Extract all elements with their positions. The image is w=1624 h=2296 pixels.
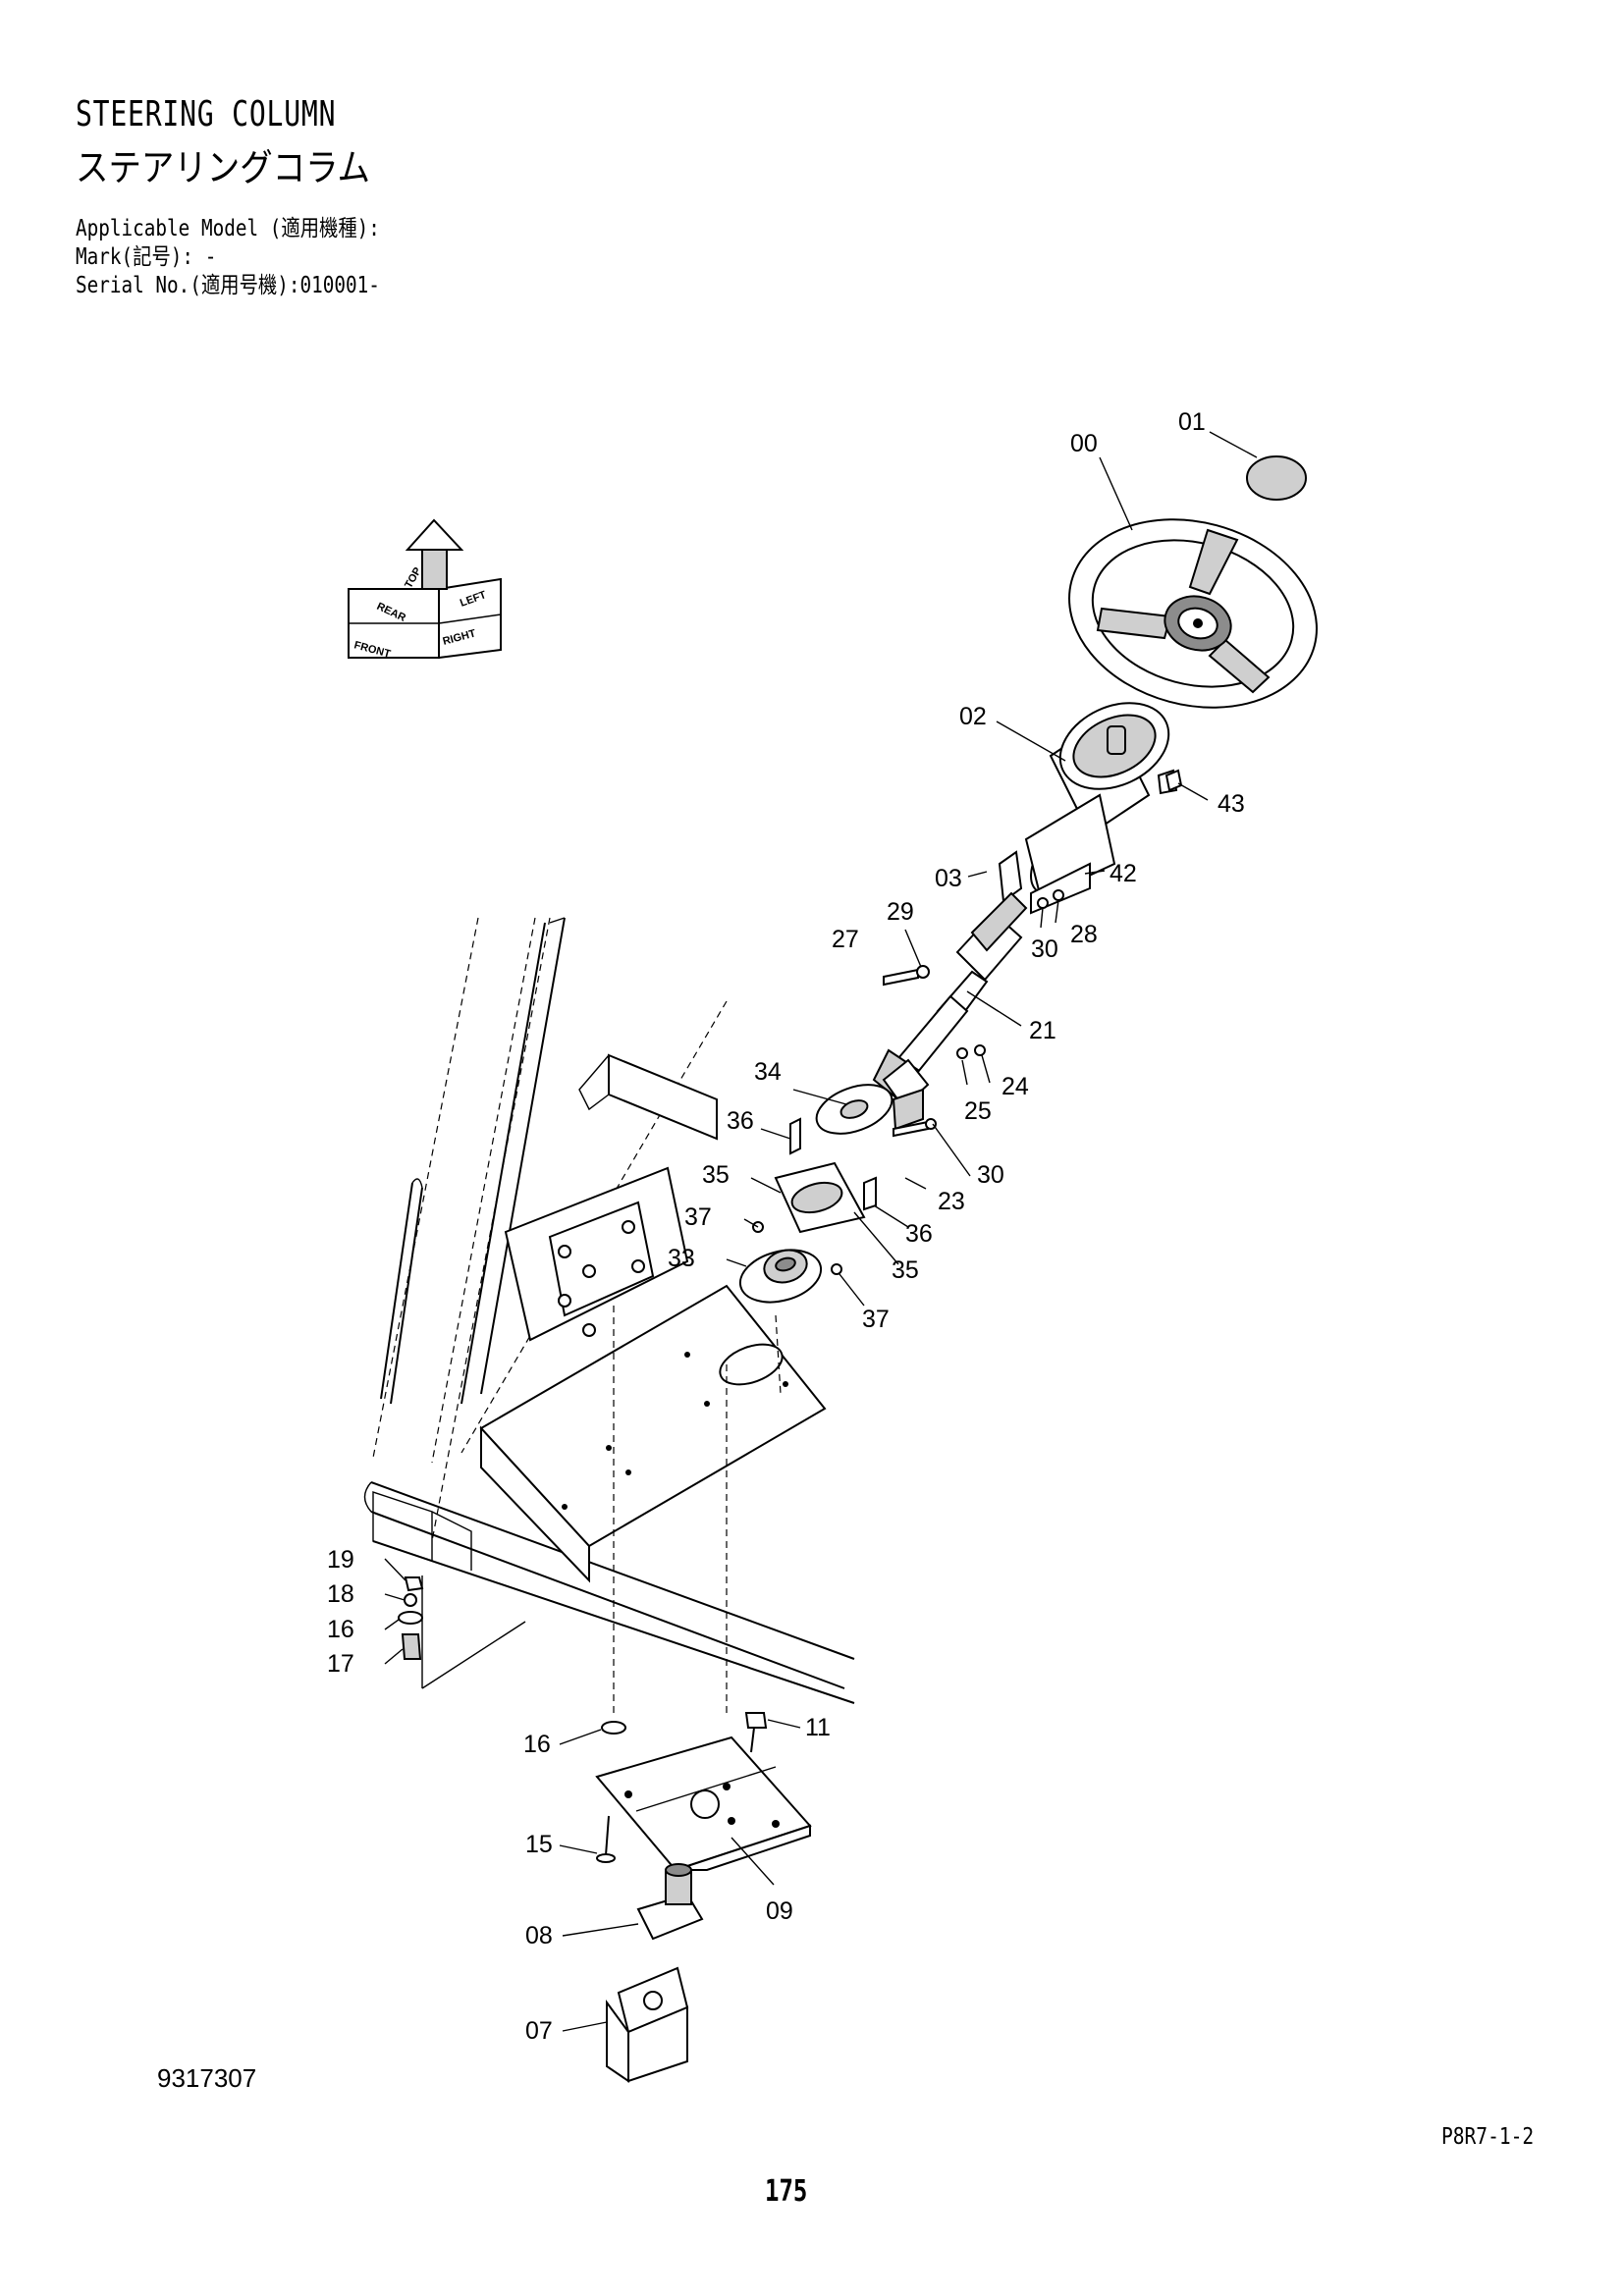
callout-36-top: 36 bbox=[727, 1107, 754, 1135]
mark: Mark(記号): - bbox=[76, 244, 217, 270]
callout-15: 15 bbox=[525, 1831, 553, 1858]
callout-11: 11 bbox=[805, 1714, 831, 1741]
washer bbox=[601, 1721, 626, 1735]
mounting-bracket bbox=[595, 1735, 812, 1872]
callout-28: 28 bbox=[1070, 921, 1098, 948]
callout-42: 42 bbox=[1110, 860, 1137, 887]
cab-frame bbox=[363, 917, 855, 1704]
steering-wheel bbox=[1068, 518, 1318, 709]
callout-36-bottom: 36 bbox=[905, 1220, 933, 1248]
page-title: STEERING COLUMN bbox=[76, 94, 337, 134]
callout-02: 02 bbox=[959, 703, 987, 730]
top-label: TOP bbox=[403, 565, 424, 590]
bracket bbox=[1164, 769, 1183, 792]
intermediate-shaft bbox=[872, 891, 1028, 1131]
callout-07: 07 bbox=[525, 2017, 553, 2045]
flange-seal bbox=[738, 1249, 823, 1304]
callout-16-upper: 16 bbox=[327, 1616, 354, 1643]
callout-30-top: 30 bbox=[1031, 935, 1058, 963]
callout-08: 08 bbox=[525, 1922, 553, 1949]
callout-16-lower: 16 bbox=[523, 1731, 551, 1758]
serial-number: Serial No.(適用号機):010001- bbox=[76, 273, 380, 298]
mount-hardware bbox=[398, 1575, 526, 1689]
callout-24: 24 bbox=[1001, 1073, 1029, 1100]
callout-29: 29 bbox=[887, 898, 914, 926]
steering-column bbox=[998, 702, 1178, 915]
cover-plate bbox=[774, 1161, 866, 1234]
callout-34: 34 bbox=[754, 1058, 782, 1086]
callout-17: 17 bbox=[327, 1650, 354, 1678]
callout-35-top: 35 bbox=[702, 1161, 730, 1189]
callout-37-top: 37 bbox=[684, 1203, 712, 1231]
boot bbox=[815, 1084, 893, 1135]
steering-valve bbox=[606, 1966, 689, 2083]
page-code: P8R7-1-2 bbox=[1441, 2124, 1535, 2150]
callout-03: 03 bbox=[935, 865, 962, 892]
callout-33: 33 bbox=[668, 1245, 695, 1272]
orientation-icon: FRONT RIGHT TOP REAR LEFT bbox=[348, 518, 502, 661]
callout-23: 23 bbox=[938, 1188, 965, 1215]
callout-18: 18 bbox=[327, 1580, 354, 1608]
leader-lines bbox=[384, 431, 1258, 2032]
column-adapter bbox=[636, 1863, 704, 1941]
callout-35-bottom: 35 bbox=[892, 1256, 919, 1284]
callout-37-bottom: 37 bbox=[862, 1306, 890, 1333]
figure-number: 9317307 bbox=[157, 2063, 257, 2093]
callout-01: 01 bbox=[1178, 408, 1206, 436]
long-bolt bbox=[596, 1815, 616, 1863]
bolt bbox=[744, 1712, 768, 1753]
callout-09: 09 bbox=[766, 1897, 793, 1925]
small-hardware bbox=[752, 889, 1064, 1275]
applicable-model: Applicable Model (適用機種): bbox=[76, 216, 380, 241]
page-subtitle: ステアリングコラム bbox=[76, 146, 370, 189]
callout-25: 25 bbox=[964, 1097, 992, 1125]
callout-43: 43 bbox=[1218, 790, 1245, 818]
page-number: 175 bbox=[765, 2174, 808, 2209]
callout-21: 21 bbox=[1029, 1017, 1056, 1044]
callout-30-mid: 30 bbox=[977, 1161, 1004, 1189]
callout-27: 27 bbox=[832, 926, 859, 953]
horn-cap bbox=[1246, 455, 1307, 501]
callout-00: 00 bbox=[1070, 430, 1098, 457]
callouts: 00 01 02 43 42 03 29 27 30 28 21 34 24 2… bbox=[327, 408, 1245, 2045]
callout-19: 19 bbox=[327, 1546, 354, 1574]
